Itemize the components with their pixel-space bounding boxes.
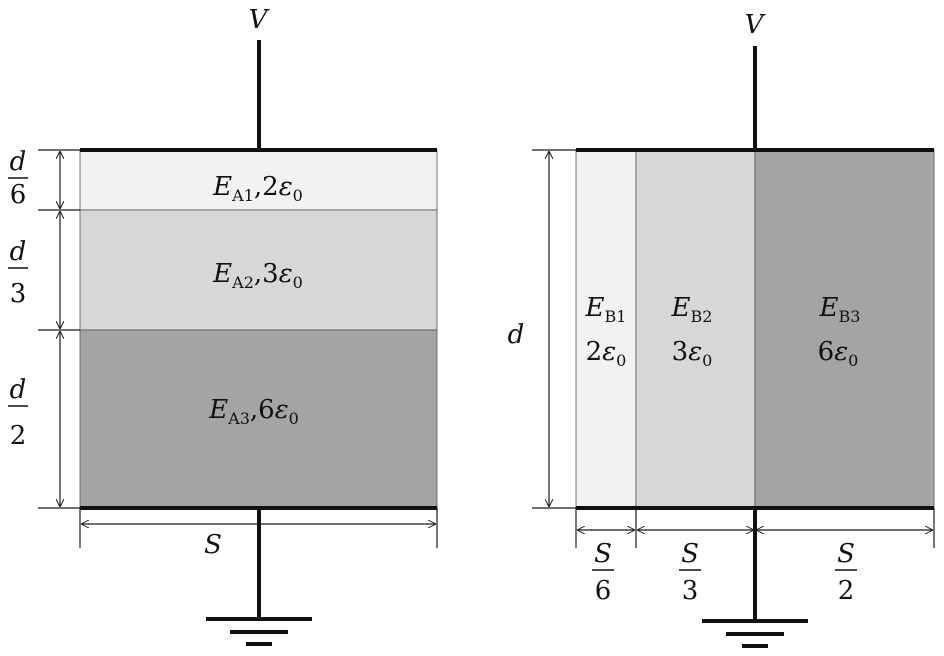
voltage-label-a: V	[249, 5, 270, 35]
svg-text:d: d	[10, 375, 27, 405]
svg-text:d: d	[10, 147, 27, 177]
svg-text:6: 6	[10, 180, 27, 210]
thickness-label-a3: d 2	[8, 375, 28, 451]
height-label-b: d	[508, 320, 525, 350]
ground-symbol-b	[702, 508, 808, 648]
thickness-dimensions-a	[38, 149, 80, 509]
column-b1	[575, 149, 637, 509]
svg-text:EB1: EB1	[585, 293, 627, 326]
ground-symbol-a	[206, 508, 312, 646]
svg-text:S: S	[837, 539, 855, 569]
thickness-label-a2: d 3	[8, 237, 28, 309]
layer-a3-label: EA3,6ε0	[208, 395, 299, 428]
svg-text:3: 3	[10, 279, 27, 309]
svg-text:3ε0: 3ε0	[672, 337, 713, 370]
svg-text:EB2: EB2	[671, 293, 713, 326]
svg-text:d: d	[10, 237, 27, 267]
width-label-a: S	[204, 530, 222, 560]
svg-text:2: 2	[10, 421, 27, 451]
column-b3-label: EB3 6ε0	[818, 293, 861, 370]
svg-text:S: S	[681, 539, 699, 569]
width-label-b1: S 6	[592, 539, 614, 606]
svg-text:EB3: EB3	[819, 293, 861, 326]
width-dimensions-b	[575, 508, 935, 548]
width-label-b2: S 3	[679, 539, 701, 606]
layer-a2	[79, 209, 438, 331]
capacitor-a: V EA1,2ε0 EA2,3ε0 EA3,6ε0	[8, 5, 438, 646]
column-b3	[754, 149, 935, 509]
svg-text:2: 2	[838, 576, 855, 606]
width-dimension-a: S	[79, 508, 438, 560]
width-label-b3: S 2	[835, 539, 857, 606]
svg-text:S: S	[594, 539, 612, 569]
height-dimension-b: d	[508, 149, 576, 509]
voltage-label-b: V	[745, 10, 766, 40]
layer-a1-label: EA1,2ε0	[212, 172, 303, 205]
svg-text:2ε0: 2ε0	[586, 337, 627, 370]
column-b2-label: EB2 3ε0	[671, 293, 713, 370]
layer-a1	[79, 149, 438, 211]
svg-text:3: 3	[682, 576, 699, 606]
layer-a2-label: EA2,3ε0	[212, 259, 303, 292]
column-b1-label: EB1 2ε0	[585, 293, 627, 370]
layer-a3	[79, 329, 438, 509]
svg-text:6ε0: 6ε0	[818, 337, 859, 370]
capacitor-b: V EB1 2ε0 EB2 3ε0 EB3 6ε0 d	[508, 10, 935, 648]
column-b2	[635, 149, 756, 509]
thickness-label-a1: d 6	[8, 147, 28, 210]
svg-text:6: 6	[595, 576, 612, 606]
